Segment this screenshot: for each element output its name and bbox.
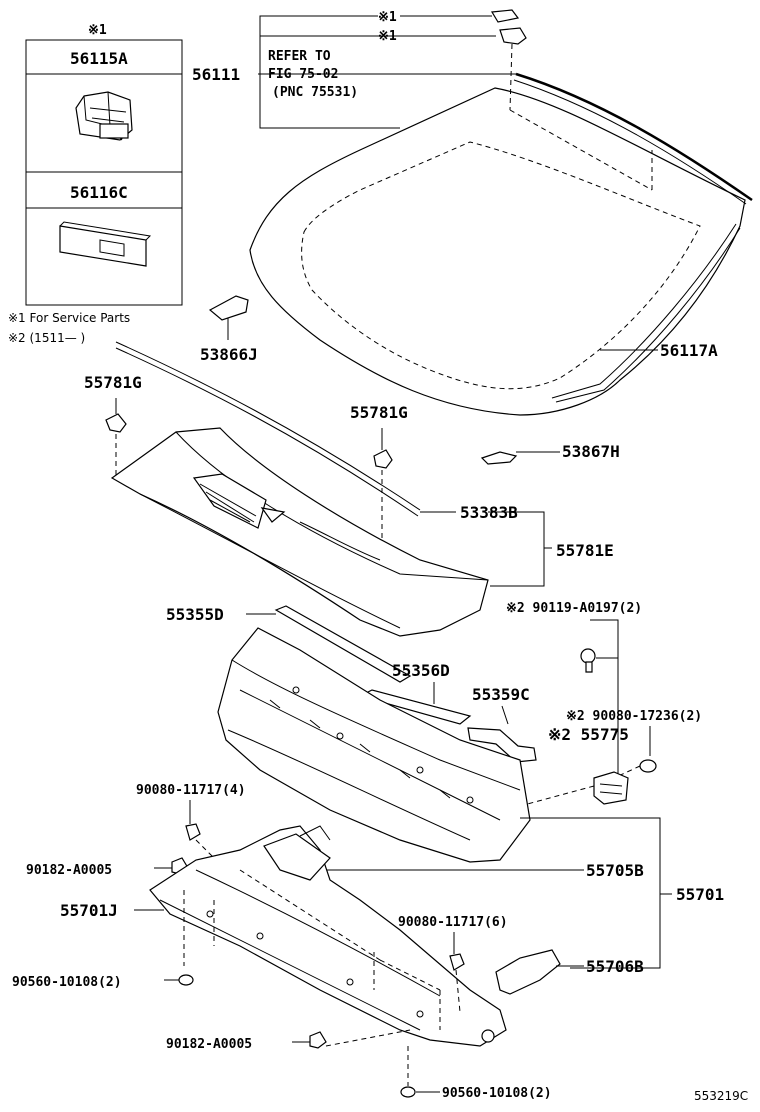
part-53867h-icon <box>480 451 518 465</box>
clip-56115a-icon <box>75 91 133 141</box>
label-55781g-mid: 55781G <box>350 403 408 422</box>
label-56117a: 56117A <box>660 341 718 360</box>
clip-second-icon <box>499 27 527 45</box>
bracket-55775-icon <box>519 771 629 807</box>
label-90080-11717-4: 90080-11717(4) <box>136 783 246 798</box>
label-90080-17236: ※2 90080-17236(2) <box>566 709 702 724</box>
legend-part-a: 56115A <box>70 49 128 68</box>
refer-line1: REFER TO <box>268 49 331 64</box>
windshield-glass <box>249 43 753 416</box>
label-55356d: 55356D <box>392 661 450 680</box>
label-53867h: 53867H <box>562 442 620 461</box>
label-55705b: 55705B <box>586 861 644 880</box>
refer-line3: (PNC 75531) <box>272 85 358 100</box>
clip-56116c-icon <box>59 221 152 267</box>
label-90182-top: 90182-A0005 <box>26 863 112 878</box>
label-55359c: 55359C <box>472 685 530 704</box>
pad-53866j-icon <box>208 295 249 340</box>
bracket-55706b <box>495 949 561 995</box>
lower-cowl-55701j <box>149 825 507 1047</box>
label-55701: 55701 <box>676 885 724 904</box>
label-53866j: 53866J <box>200 345 258 364</box>
seal-55355d <box>274 605 412 683</box>
nut-90080-17236-icon <box>613 759 657 779</box>
nut-90182-bottom-icon <box>309 1031 327 1049</box>
figure-id: 553219C <box>694 1089 748 1103</box>
grommet-90560-left-icon <box>178 974 194 986</box>
cowl-panel-55705b <box>217 627 531 863</box>
label-90560-left: 90560-10108(2) <box>12 975 122 990</box>
clip-55781g-mid-icon <box>373 428 393 630</box>
clip-55781g-left-icon <box>105 398 127 480</box>
label-55775: ※2 55775 <box>548 725 629 744</box>
label-90080-11717-6: 90080-11717(6) <box>398 915 508 930</box>
legend-box: ※1 56115A 56116C <box>25 23 183 306</box>
bolt-90119-icon <box>580 648 618 673</box>
legend-part-b: 56116C <box>70 183 128 202</box>
label-55781e: 55781E <box>556 541 614 560</box>
refer-mark-bottom: ※1 <box>378 29 397 44</box>
service-parts-note: ※1 For Service Parts <box>8 311 130 325</box>
bolt-90080-11717-4-icon <box>185 800 217 861</box>
label-90119: ※2 90119-A0197(2) <box>506 601 642 616</box>
label-55706b: 55706B <box>586 957 644 976</box>
cowl-top-panel <box>110 427 489 637</box>
date-note: ※2 (1511— ) <box>8 331 85 345</box>
legend-note-mark: ※1 <box>88 23 107 38</box>
weatherstrip-53383b <box>115 341 421 511</box>
label-90182-bottom: 90182-A0005 <box>166 1037 252 1052</box>
refer-mark-top: ※1 <box>378 10 397 25</box>
seal-55359c <box>467 727 537 763</box>
label-55701j: 55701J <box>60 901 118 920</box>
label-55781g-left: 55781G <box>84 373 142 392</box>
label-55355d: 55355D <box>166 605 224 624</box>
grommet-90560-bottom-icon <box>400 1086 416 1098</box>
label-56111: 56111 <box>192 65 240 84</box>
label-90560-bottom: 90560-10108(2) <box>442 1086 552 1101</box>
bolt-90080-11717-6-icon <box>449 932 465 1013</box>
clip-top-icon <box>490 9 520 23</box>
